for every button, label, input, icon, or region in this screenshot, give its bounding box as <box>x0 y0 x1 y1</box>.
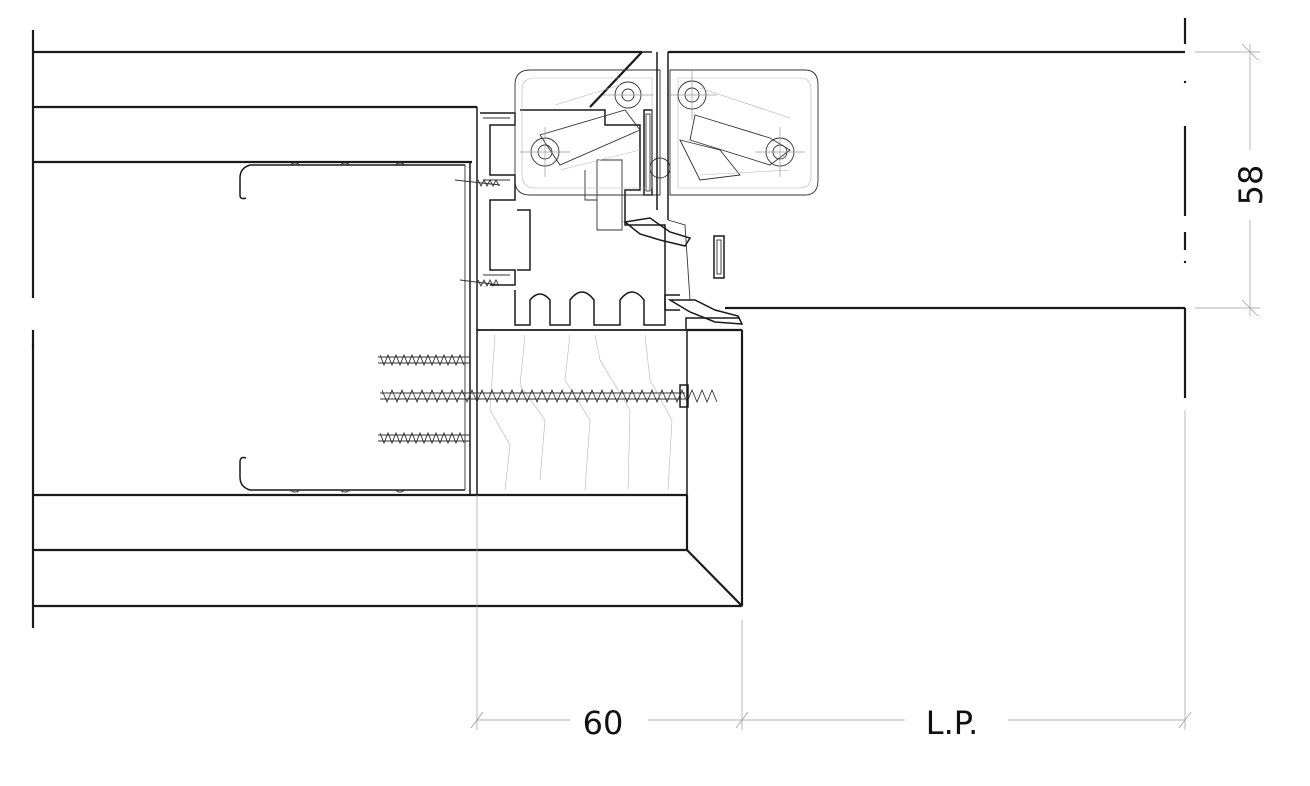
fixing-screws <box>378 178 718 445</box>
door-leaf-left <box>31 30 652 298</box>
frame-profile <box>476 107 740 331</box>
dimension-frame-width-label: 60 <box>583 704 624 742</box>
frame-architrave <box>31 328 744 628</box>
concealed-hinge <box>514 69 819 196</box>
dimension-height-label: 58 <box>1232 165 1270 206</box>
door-leaf-right <box>668 18 1187 398</box>
timber-packer <box>476 329 688 496</box>
dimension-lines <box>470 43 1260 730</box>
door-core-channel <box>239 162 471 496</box>
gasket-seals <box>623 109 744 325</box>
leaf-gap <box>656 52 691 301</box>
dimension-clear-passage-label: L.P. <box>926 704 978 742</box>
